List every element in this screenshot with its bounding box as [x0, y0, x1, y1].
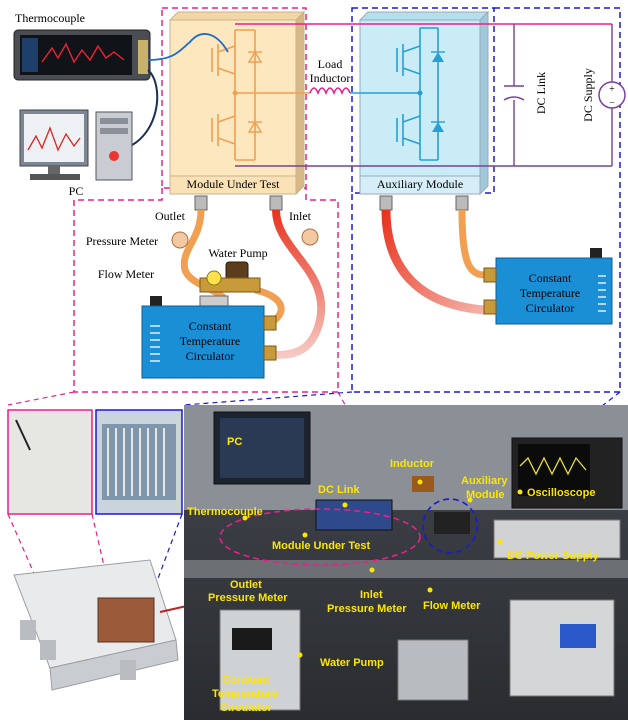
photo-oscilloscope-label: Oscilloscope [527, 487, 595, 499]
dc-link-label: DC Link [534, 72, 548, 114]
photo-auxiliary-label-2: Module [466, 489, 505, 501]
dc-link-capacitor-symbol [504, 86, 524, 100]
zoom-line-aux-left [184, 392, 352, 405]
load-inductor-label-2: Inductor [310, 71, 351, 85]
load-inductor-label-1: Load [318, 57, 343, 71]
module-under-test-label: Module Under Test [187, 177, 281, 191]
inset-module-closeup [96, 410, 182, 514]
dc-supply-minus: − [609, 98, 615, 109]
dc-supply-label: DC Supply [581, 68, 595, 122]
photo-mut-label: Module Under Test [272, 540, 371, 552]
dc-supply-plus: + [609, 84, 615, 95]
water-pump-icon [200, 262, 260, 292]
aux-cold-hose [462, 210, 485, 275]
photo-inlet-label-2: Pressure Meter [327, 603, 407, 615]
photo-outlet-label-1: Outlet [230, 579, 262, 591]
inlet-label: Inlet [289, 209, 312, 223]
photo-dc-power-supply-label: DC Power Supply [507, 550, 600, 562]
photo-inlet-label-1: Inlet [360, 589, 383, 601]
thermocouple-device [14, 30, 150, 80]
mut-circulator-label-3: Circulator [186, 349, 235, 363]
auxiliary-module-label: Auxiliary Module [377, 177, 463, 191]
photo-thermocouple-label: Thermocouple [187, 506, 263, 518]
lab-photo [184, 405, 628, 720]
photo-flow-meter-label: Flow Meter [423, 600, 481, 612]
photo-outlet-label-2: Pressure Meter [208, 592, 288, 604]
photo-dc-link-label: DC Link [318, 484, 360, 496]
outlet-label: Outlet [155, 209, 186, 223]
mut-circulator-label-1: Constant [189, 319, 232, 333]
aux-circulator-label-1: Constant [529, 271, 572, 285]
mut-cooling-ports [195, 196, 282, 210]
aux-circulator-label-2: Temperature [520, 286, 580, 300]
mut-circulator-label-2: Temperature [180, 334, 240, 348]
flow-meter-label: Flow Meter [98, 267, 154, 281]
photo-circulator-label-2: Temperature [212, 688, 278, 700]
pressure-meter-inlet-icon [302, 229, 318, 245]
photo-circulator-label-1: Constant [222, 674, 270, 686]
pc-label: PC [69, 184, 84, 198]
photo-water-pump-label: Water Pump [320, 657, 384, 669]
power-module-photo [14, 560, 178, 690]
pc-illustration [20, 110, 132, 180]
zoom-line-left [8, 392, 74, 405]
photo-circulator-label-3: Circulator [220, 702, 273, 714]
water-pump-label: Water Pump [208, 246, 267, 260]
aux-cooling-ports [380, 196, 468, 210]
photo-auxiliary-label-1: Auxiliary [461, 475, 508, 487]
load-inductor-symbol [310, 88, 350, 93]
photo-pc-label: PC [227, 436, 242, 448]
thermocouple-label: Thermocouple [15, 11, 85, 25]
pressure-meter-label: Pressure Meter [86, 234, 158, 248]
aux-circulator-label-3: Circulator [526, 301, 575, 315]
inset-thermocouple-closeup [8, 410, 92, 514]
pressure-meter-outlet-icon [172, 232, 188, 248]
photo-inductor-label: Inductor [390, 458, 435, 470]
